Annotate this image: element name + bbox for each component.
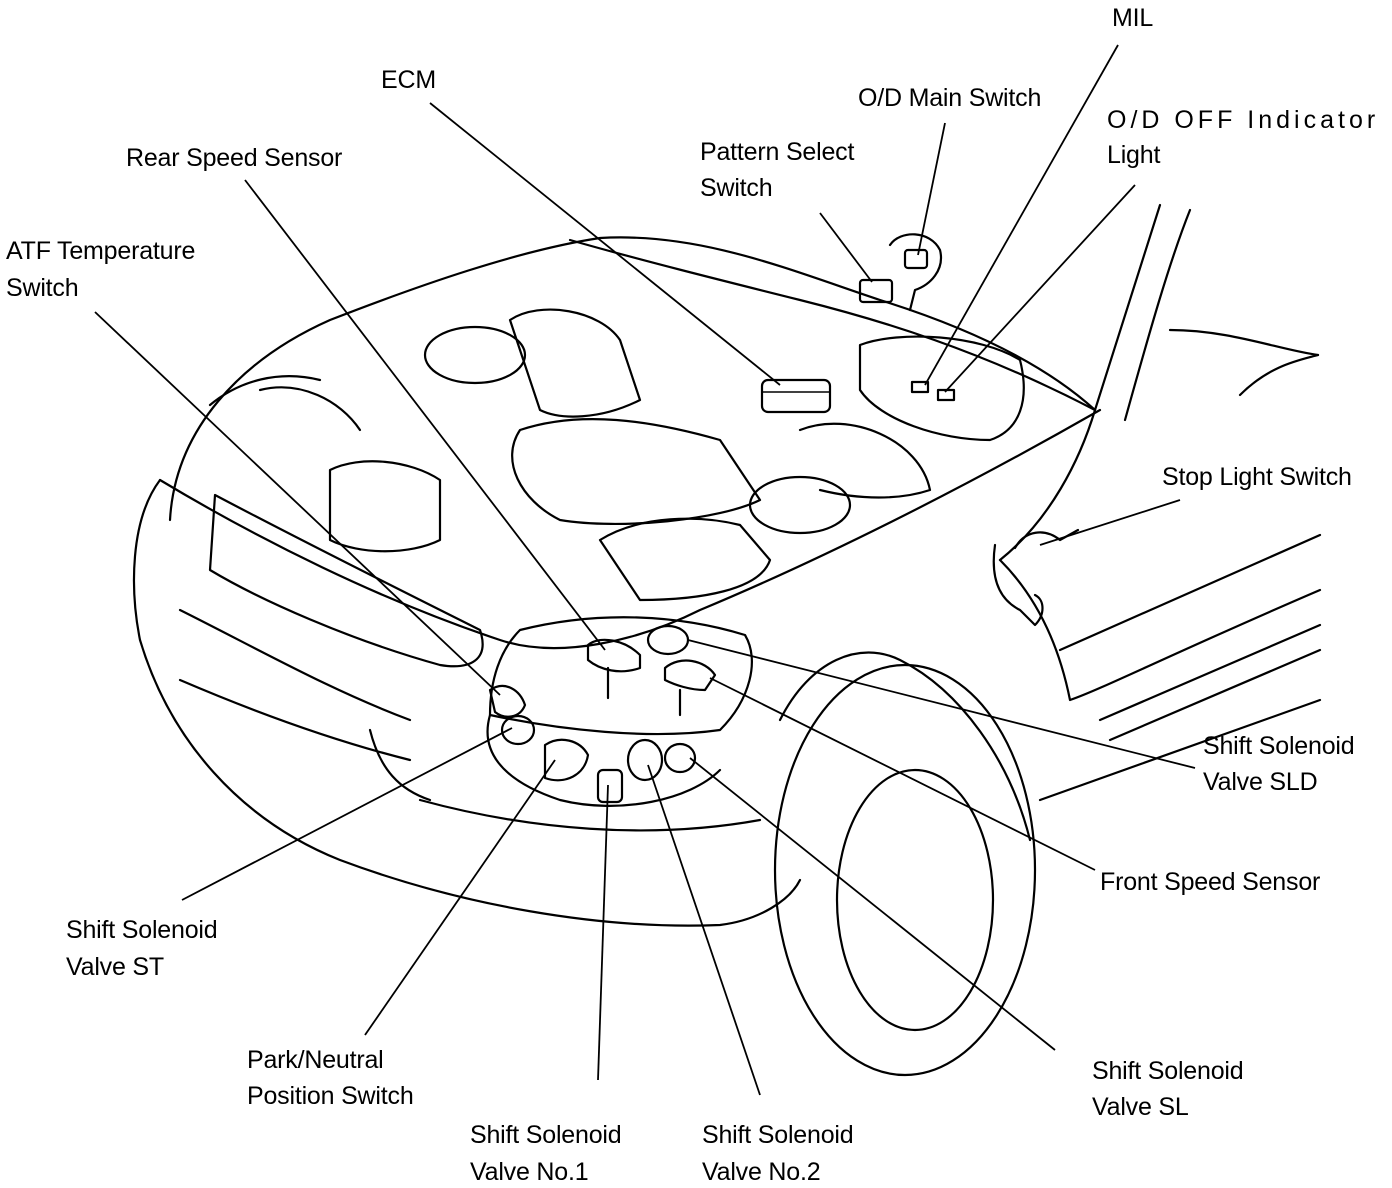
label-no1: Shift Solenoid <box>470 1121 621 1149</box>
side-body-4 <box>1038 698 1322 802</box>
door-line <box>1168 328 1320 357</box>
pnp-switch-part <box>543 738 590 782</box>
bumper-top <box>158 408 1102 650</box>
front-tire <box>773 663 1037 1077</box>
radiator-hose <box>258 386 362 432</box>
cowl-line <box>568 238 1097 412</box>
label-od-main-switch: O/D Main Switch <box>858 84 1041 112</box>
front-fascia <box>132 478 802 927</box>
shift-lever <box>888 233 943 312</box>
mil-lamp <box>910 380 930 394</box>
label-od-off-indicator: O/D OFF Indicator <box>1107 106 1375 134</box>
leader-sld <box>687 639 1196 769</box>
leader-od-off <box>944 184 1136 393</box>
label-pnp: Park/Neutral <box>247 1046 384 1074</box>
leader-pattern-select <box>819 212 873 283</box>
a-pillar <box>1093 203 1162 412</box>
lower-bumper-1 <box>178 608 412 722</box>
st-solenoid-part <box>500 714 536 746</box>
labels: MIL O/D Main Switch O/D OFF Indicator Li… <box>6 4 1375 1186</box>
label-sl-2: Valve SL <box>1092 1093 1189 1121</box>
leader-st <box>181 727 513 901</box>
mirror <box>1238 353 1320 397</box>
leader-pnp <box>364 759 556 1036</box>
lower-bumper-2 <box>178 678 412 762</box>
a-pillar-2 <box>1123 208 1192 422</box>
no1-solenoid-part <box>596 768 624 804</box>
label-rear-speed-sensor: Rear Speed Sensor <box>126 144 342 172</box>
label-mil: MIL <box>1112 4 1153 32</box>
leader-front-speed <box>709 677 1096 871</box>
ecm-box <box>760 378 832 414</box>
label-sld: Shift Solenoid <box>1203 732 1354 760</box>
wheel-rim <box>835 768 995 1032</box>
pattern-select-part <box>858 278 894 304</box>
label-pattern-select-2: Switch <box>700 174 772 202</box>
atf-temp-part <box>488 684 527 718</box>
strut-tower-right <box>748 475 852 535</box>
grille-outline <box>208 493 484 668</box>
label-stop-light-switch: Stop Light Switch <box>1162 463 1352 491</box>
vehicle-illustration <box>132 203 1322 1077</box>
hood-outline <box>168 236 1097 562</box>
label-pattern-select: Pattern Select <box>700 138 854 166</box>
label-ecm: ECM <box>381 66 436 94</box>
label-atf-temp: ATF Temperature <box>6 237 195 265</box>
od-main-switch-part <box>903 248 929 270</box>
inner-fender <box>208 375 322 407</box>
label-sl: Shift Solenoid <box>1092 1057 1243 1085</box>
transmission-case <box>488 616 753 736</box>
battery <box>328 460 442 553</box>
label-no2: Shift Solenoid <box>702 1121 853 1149</box>
label-no1-2: Valve No.1 <box>470 1158 588 1186</box>
side-body-1 <box>1058 533 1322 652</box>
leader-atf-temp <box>94 311 501 696</box>
leader-lines <box>94 44 1196 1096</box>
wheel-arch <box>778 651 1032 842</box>
brake-pedal <box>992 543 1044 627</box>
label-st-2: Valve ST <box>66 953 164 981</box>
instrument-panel <box>858 335 1025 442</box>
label-front-speed-sensor: Front Speed Sensor <box>1100 868 1320 896</box>
sl-solenoid-part <box>663 742 697 774</box>
front-speed-sensor-part <box>663 659 717 692</box>
label-no2-2: Valve No.2 <box>702 1158 820 1186</box>
air-box <box>508 308 642 418</box>
leader-stop-light <box>1039 499 1181 546</box>
transmission-lower <box>486 713 722 807</box>
side-body-2 <box>1098 623 1322 722</box>
label-sld-2: Valve SLD <box>1203 768 1317 796</box>
lower-bumper-4 <box>418 798 762 832</box>
rear-speed-sensor-part <box>586 638 642 673</box>
engine-cover <box>598 517 772 602</box>
sld-solenoid-part <box>646 624 690 656</box>
leader-rear-speed <box>244 179 606 651</box>
label-pnp-2: Position Switch <box>247 1082 414 1110</box>
engine-block <box>511 418 762 526</box>
leader-ecm <box>429 102 781 386</box>
label-od-off-indicator-2: Light <box>1107 141 1160 169</box>
leader-sl <box>689 757 1056 1051</box>
label-atf-temp-2: Switch <box>6 274 78 302</box>
leader-no2 <box>647 764 761 1096</box>
label-st: Shift Solenoid <box>66 916 217 944</box>
lower-bumper-3 <box>368 728 432 802</box>
intake-tube <box>798 422 932 499</box>
strut-tower-left <box>423 325 527 385</box>
leader-mil <box>924 44 1119 386</box>
stop-light-switch-part <box>1013 528 1080 550</box>
no2-solenoid-part <box>626 738 664 782</box>
leader-no1 <box>597 784 609 1081</box>
leader-od-main <box>917 122 946 256</box>
side-body-3 <box>1108 648 1322 742</box>
fender <box>998 558 1322 702</box>
